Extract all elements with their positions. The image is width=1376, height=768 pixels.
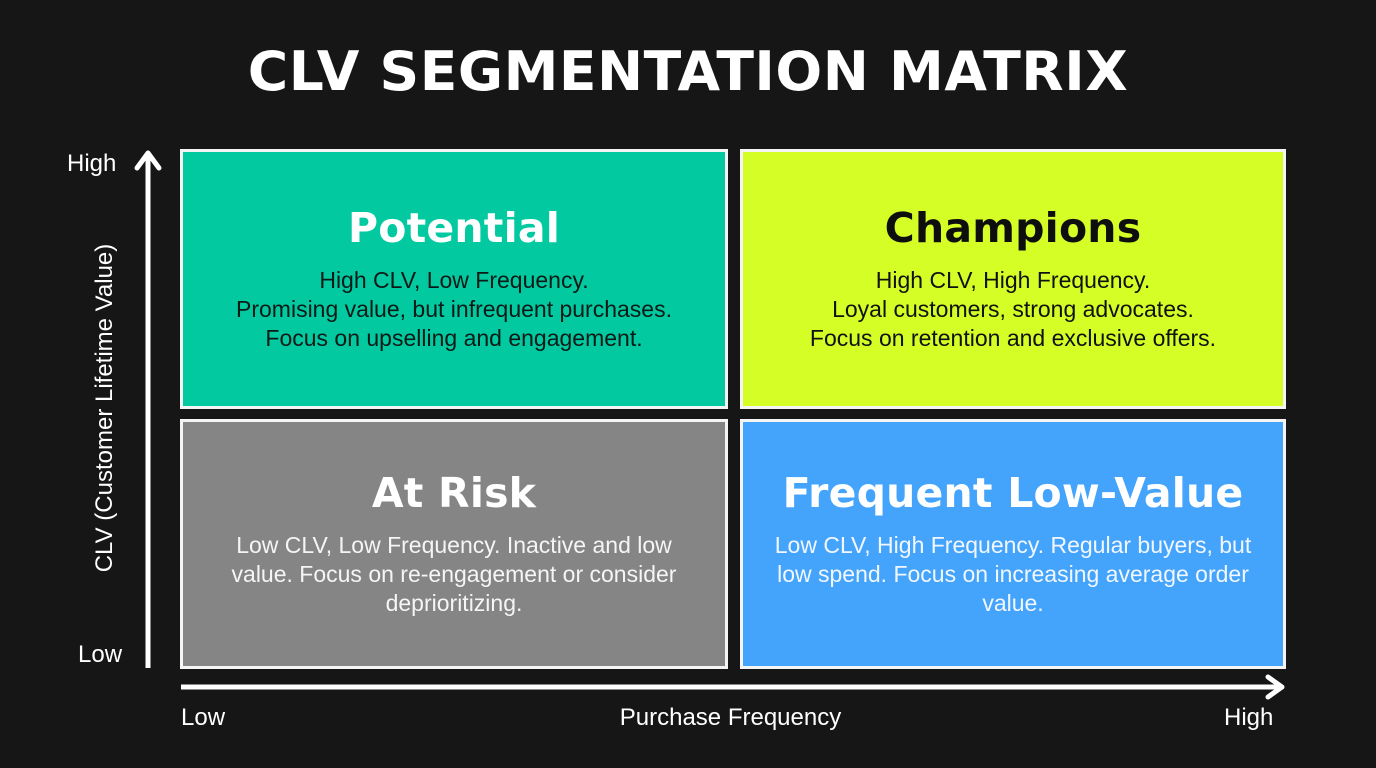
x-axis-arrow-icon — [181, 674, 1285, 700]
x-axis-low-label: Low — [181, 704, 226, 731]
quadrant-at-risk: At Risk Low CLV, Low Frequency. Inactive… — [180, 419, 728, 669]
y-axis-arrow-icon — [134, 150, 162, 668]
quadrant-title: At Risk — [371, 468, 537, 517]
quadrant-description: Low CLV, High Frequency. Regular buyers,… — [774, 532, 1252, 617]
quadrant-frequent-low-value: Frequent Low-Value Low CLV, High Frequen… — [740, 419, 1286, 669]
quadrant-champions: Champions High CLV, High Frequency. Loya… — [740, 149, 1286, 409]
quadrant-potential: Potential High CLV, Low Frequency. Promi… — [180, 149, 728, 409]
page-title: CLV SEGMENTATION MATRIX — [247, 40, 1129, 103]
y-axis-low-label: Low — [78, 641, 123, 668]
quadrant-description: Low CLV, Low Frequency. Inactive and low… — [231, 532, 677, 617]
quadrant-title: Potential — [348, 203, 560, 252]
quadrant-title: Champions — [884, 203, 1142, 252]
quadrant-title: Frequent Low-Value — [782, 468, 1244, 517]
x-axis-title: Purchase Frequency — [619, 704, 842, 731]
y-axis-title: CLV (Customer Lifetime Value) — [91, 243, 118, 573]
quadrant-description: High CLV, Low Frequency. Promising value… — [236, 267, 672, 352]
x-axis-high-label: High — [1224, 704, 1274, 731]
y-axis-high-label: High — [67, 150, 117, 177]
quadrant-description: High CLV, High Frequency. Loyal customer… — [809, 267, 1217, 352]
